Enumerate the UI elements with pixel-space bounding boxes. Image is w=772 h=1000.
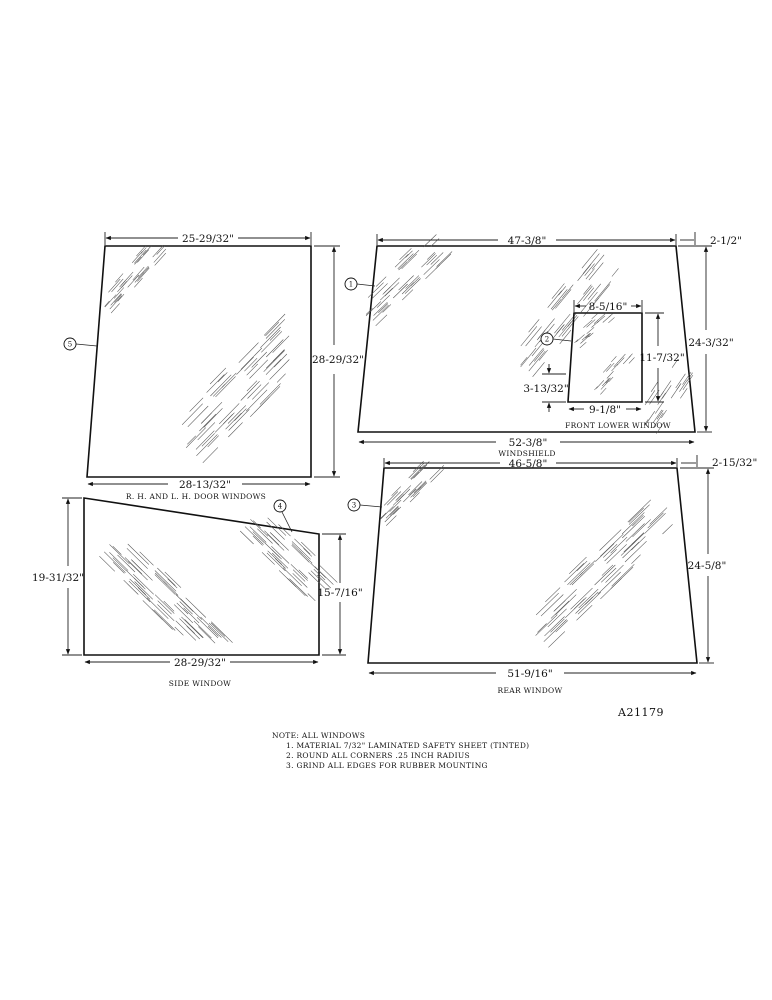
windshield-top-dimension: 47-3/8": [376, 234, 677, 247]
side-window-panel: 19-31/32" 15-7/16" 28-29/32" SIDE WINDOW…: [32, 497, 363, 688]
front-lower-window-left-dimension: 3-13/32": [523, 364, 569, 412]
front-lower-window-outline: [567, 312, 643, 403]
windshield-callout: 1: [344, 277, 376, 291]
rear-window-callout: 3: [347, 498, 383, 512]
side-window-left-dimension: 19-31/32": [32, 497, 84, 656]
side-window-bottom-dimension: 28-29/32": [84, 657, 319, 669]
note-item-3: 3. GRIND ALL EDGES FOR RUBBER MOUNTING: [286, 761, 488, 770]
door-window-callout-number: 5: [68, 341, 72, 349]
windshield-callout-number: 1: [349, 281, 353, 289]
side-window-left-height: 19-31/32": [32, 572, 84, 584]
windshield-height: 24-3/32": [688, 337, 733, 349]
front-lower-window-height-dimension: 11-7/32": [639, 312, 685, 403]
rear-window-glare-hatch: [379, 460, 673, 648]
front-lower-window-left-height: 3-13/32": [523, 383, 568, 395]
windshield-bottom-width: 52-3/8": [509, 437, 548, 449]
rear-window-height-dimension: 24-5/8": [680, 467, 727, 664]
front-lower-window-top-dimension: 8-5/16": [573, 300, 643, 313]
rear-window-caption: REAR WINDOW: [498, 686, 563, 695]
door-window-bottom-width: 28-13/32": [179, 479, 231, 491]
rear-window-panel: 46-5/8" 2-15/32" 24-5/8" 51-9/16" REAR W…: [347, 455, 757, 695]
windshield-bottom-dimension: 52-3/8": [358, 437, 695, 449]
rear-window-height: 24-5/8": [688, 560, 727, 572]
side-window-glare-hatch: [99, 517, 338, 644]
front-lower-window-glare-hatch: [574, 312, 635, 395]
drawing-id: A21179: [617, 706, 664, 719]
front-lower-window-panel: 8-5/16" 11-7/32" 3-13/32" 9-1/8" FRONT L…: [523, 300, 685, 430]
rear-window-top-dimension: 46-5/8": [383, 458, 678, 470]
windshield-height-dimension: 24-3/32": [678, 245, 734, 433]
door-window-callout: 5: [63, 337, 98, 351]
windshield-top-width: 47-3/8": [508, 235, 547, 247]
door-window-top-width: 25-29/32": [182, 233, 234, 245]
side-window-right-dimension: 15-7/16": [317, 533, 363, 656]
door-window-bottom-dimension: 28-13/32": [87, 479, 311, 491]
side-window-callout: 4: [273, 499, 293, 533]
rear-window-bottom-width: 51-9/16": [507, 668, 552, 680]
rear-window-callout-number: 3: [352, 502, 356, 510]
notes-heading: NOTE: ALL WINDOWS: [272, 731, 365, 740]
door-window-glare-hatch: [104, 244, 290, 463]
windshield-offset-dimension: 2-1/2": [680, 232, 742, 247]
door-window-height-dimension: 28-29/32": [312, 245, 364, 478]
side-window-callout-number: 4: [278, 503, 283, 511]
rear-window-outline: [367, 467, 698, 664]
side-window-caption: SIDE WINDOW: [169, 679, 231, 688]
door-window-caption: R. H. AND L. H. DOOR WINDOWS: [126, 492, 266, 501]
front-lower-window-bottom-width: 9-1/8": [589, 404, 621, 416]
front-lower-window-caption: FRONT LOWER WINDOW: [565, 421, 671, 430]
windshield-panel: 47-3/8" 2-1/2" 24-3/32" 52-3/8" WINDSHIE…: [344, 232, 742, 458]
rear-window-offset: 2-15/32": [712, 457, 757, 469]
door-window-top-dimension: 25-29/32": [104, 232, 312, 245]
note-item-1: 1. MATERIAL 7/32" LAMINATED SAFETY SHEET…: [286, 741, 529, 750]
rear-window-top-width: 46-5/8": [509, 458, 548, 470]
windshield-caption: WINDSHIELD: [498, 449, 555, 458]
rear-window-bottom-dimension: 51-9/16": [368, 668, 697, 680]
front-lower-window-callout: 2: [540, 332, 572, 346]
windshield-glare-hatch: [365, 234, 694, 434]
front-lower-window-callout-number: 2: [545, 336, 549, 344]
side-window-bottom-width: 28-29/32": [174, 657, 226, 669]
door-window-outline: [86, 245, 312, 478]
front-lower-window-bottom-dimension: 9-1/8": [568, 404, 642, 416]
side-window-outline: [83, 497, 320, 656]
side-window-right-height: 15-7/16": [317, 587, 362, 599]
rear-window-offset-dimension: 2-15/32": [681, 455, 757, 469]
windshield-offset: 2-1/2": [710, 235, 742, 247]
door-window-height: 28-29/32": [312, 354, 364, 366]
windshield-outline: [357, 245, 696, 433]
notes-block: NOTE: ALL WINDOWS 1. MATERIAL 7/32" LAMI…: [272, 731, 529, 770]
door-window-panel: 25-29/32" 28-29/32" 28-13/32" R. H. AND …: [63, 232, 364, 501]
front-lower-window-height: 11-7/32": [639, 352, 684, 364]
note-item-2: 2. ROUND ALL CORNERS .25 INCH RADIUS: [286, 751, 470, 760]
front-lower-window-top-width: 8-5/16": [589, 301, 628, 313]
